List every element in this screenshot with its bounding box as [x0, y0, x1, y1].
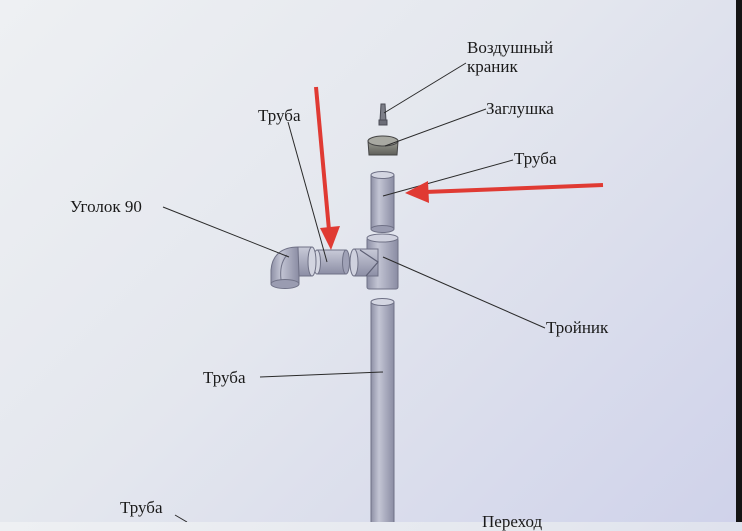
pipe-top [370, 171, 395, 233]
label-air-valve-line1: Воздушный [467, 38, 554, 57]
label-pipe-bottom-left: Труба [120, 498, 163, 517]
window-edge [736, 0, 742, 522]
red-arrow-left [405, 181, 604, 203]
label-pipe-top-left: Труба [258, 106, 301, 125]
pipe-short-horizontal [313, 249, 350, 275]
red-arrow-down [314, 86, 340, 250]
label-air-valve-line2: краник [467, 57, 518, 76]
elbow-90-part [270, 246, 317, 289]
red-arrows [314, 86, 604, 250]
air-valve [378, 103, 388, 126]
leader-lines [162, 62, 546, 522]
label-cap: Заглушка [486, 99, 554, 118]
cap-part [367, 135, 399, 156]
tee-part [349, 233, 399, 290]
label-elbow: Уголок 90 [70, 197, 142, 216]
pipe-long-vertical [370, 298, 395, 522]
label-transition-partial: Переход [482, 512, 543, 531]
label-pipe-middle: Труба [203, 368, 246, 387]
label-tee: Тройник [546, 318, 609, 337]
label-pipe-top-right: Труба [514, 149, 557, 168]
